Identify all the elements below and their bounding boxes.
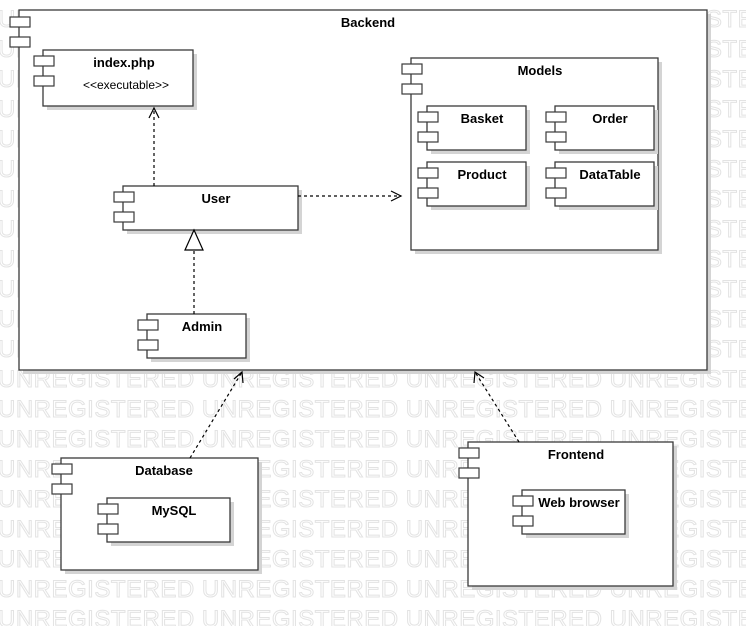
component-port-icon	[137, 319, 159, 331]
component-port-icon	[9, 36, 31, 48]
admin-label: Admin	[182, 319, 223, 334]
product-label: Product	[457, 167, 507, 182]
component-port-icon	[417, 111, 439, 123]
web-browser-label: Web browser	[538, 495, 619, 510]
component-port-icon	[401, 63, 423, 75]
database-label: Database	[135, 463, 193, 478]
component-port-icon	[417, 131, 439, 143]
user-component[interactable]: User	[113, 185, 302, 234]
component-port-icon	[51, 463, 73, 475]
dependency-frontend-to-backend[interactable]	[473, 370, 520, 443]
open-arrow-icon	[390, 190, 403, 202]
component-port-icon	[545, 187, 567, 199]
component-port-icon	[458, 447, 480, 459]
component-port-icon	[33, 75, 55, 87]
dependency-user-to-models[interactable]	[298, 190, 403, 202]
component-port-icon	[137, 339, 159, 351]
open-arrow-icon	[473, 370, 485, 384]
component-port-icon	[512, 495, 534, 507]
component-port-icon	[417, 187, 439, 199]
backend-label: Backend	[341, 15, 395, 30]
frontend-label: Frontend	[548, 447, 604, 462]
index-php-stereotype: <<executable>>	[83, 78, 169, 92]
order-label: Order	[592, 111, 627, 126]
datatable-component[interactable]: DataTable	[545, 161, 658, 210]
component-port-icon	[401, 83, 423, 95]
web-browser-component[interactable]: Web browser	[512, 489, 629, 538]
user-label: User	[202, 191, 231, 206]
component-port-icon	[113, 191, 135, 203]
component-port-icon	[545, 167, 567, 179]
component-port-icon	[512, 515, 534, 527]
component-port-icon	[113, 211, 135, 223]
admin-component[interactable]: Admin	[137, 313, 250, 362]
dependency-user-to-index-php[interactable]	[148, 106, 160, 186]
datatable-label: DataTable	[579, 167, 640, 182]
open-arrow-icon	[148, 106, 160, 119]
models-component[interactable]: Models	[401, 57, 662, 254]
component-port-icon	[33, 55, 55, 67]
component-port-icon	[458, 467, 480, 479]
component-port-icon	[545, 131, 567, 143]
basket-label: Basket	[461, 111, 504, 126]
order-component[interactable]: Order	[545, 105, 658, 154]
mysql-label: MySQL	[152, 503, 197, 518]
index-php-label: index.php	[93, 55, 154, 70]
component-port-icon	[545, 111, 567, 123]
component-port-icon	[51, 483, 73, 495]
generalization-admin-to-user[interactable]	[184, 228, 204, 314]
component-port-icon	[417, 167, 439, 179]
dependency-database-to-backend[interactable]	[189, 370, 244, 459]
open-arrow-icon	[233, 370, 244, 384]
component-port-icon	[97, 503, 119, 515]
component-port-icon	[9, 16, 31, 28]
models-label: Models	[518, 63, 563, 78]
component-port-icon	[97, 523, 119, 535]
basket-component[interactable]: Basket	[417, 105, 530, 154]
mysql-component[interactable]: MySQL	[97, 497, 234, 546]
product-component[interactable]: Product	[417, 161, 530, 210]
index-php-component[interactable]: index.php <<executable>>	[33, 49, 197, 110]
hollow-triangle-icon	[184, 228, 204, 251]
